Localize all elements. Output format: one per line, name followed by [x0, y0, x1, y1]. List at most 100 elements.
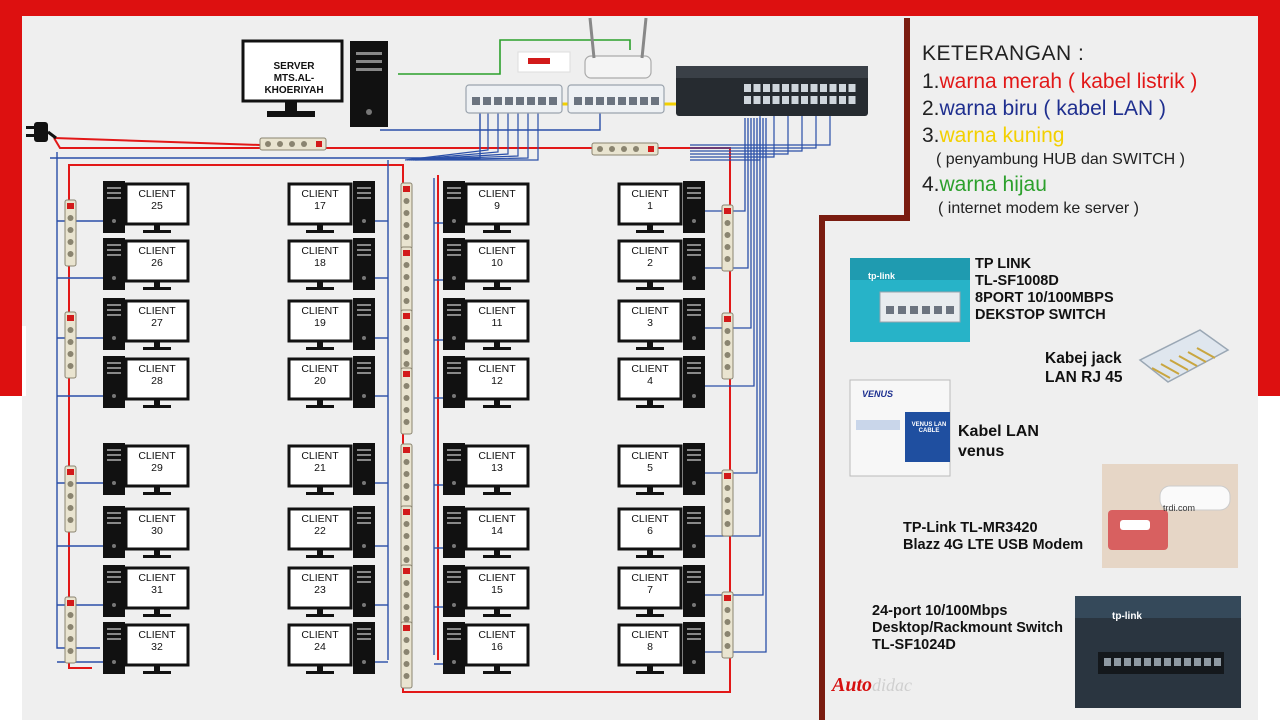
strip-socket: [403, 616, 410, 622]
client-cpu-tower: [683, 443, 705, 495]
lan-cable: [412, 112, 529, 161]
strip-switch: [724, 473, 731, 479]
product-switch24-box: [1075, 596, 1241, 708]
monitor-neck: [647, 549, 653, 555]
power-strip-icon: [400, 246, 413, 314]
monitor-neck: [647, 224, 653, 230]
lan-cable: [404, 112, 489, 161]
strip-socket: [403, 222, 410, 228]
monitor-screen: [464, 623, 530, 667]
client-cpu-tower: [103, 181, 125, 233]
client-monitor: [287, 299, 353, 350]
monitor-base: [306, 287, 334, 290]
monitor-base: [483, 671, 511, 674]
strip-socket: [403, 557, 410, 563]
client-cpu-tower: [683, 622, 705, 674]
legend-item-power: 1.warna merah ( kabel listrik ): [922, 70, 1198, 93]
strip-switch: [67, 315, 74, 321]
lan-cable: [690, 112, 831, 146]
strip-socket: [301, 141, 307, 147]
strip-switch: [403, 568, 410, 574]
product-cable-caption: Kabel LAN venus: [958, 423, 1039, 460]
switch24-box-brand: tp-link: [1112, 611, 1142, 622]
strip-socket: [67, 351, 74, 357]
switch-port: [839, 84, 846, 92]
hub-port: [538, 97, 546, 105]
hub-port: [651, 97, 659, 105]
strip-socket: [403, 459, 410, 465]
monitor-neck: [154, 281, 160, 287]
client-monitor: [617, 357, 683, 408]
legend-item-internet-note: ( internet modem ke server ): [938, 200, 1139, 217]
strip-socket: [609, 146, 615, 152]
strip-socket: [67, 493, 74, 499]
lan-cable: [690, 112, 817, 149]
strip-switch: [67, 600, 74, 606]
client-monitor: [124, 299, 190, 350]
strip-socket: [403, 210, 410, 216]
strip-socket: [724, 256, 731, 262]
switch-port: [801, 84, 808, 92]
strip-socket: [724, 220, 731, 226]
monitor-base: [483, 347, 511, 350]
lan-cable: [690, 112, 761, 161]
switch-port: [791, 84, 799, 92]
cable-box-text: VENUS LAN CABLE: [911, 422, 947, 434]
strip-socket: [724, 521, 731, 527]
hub-port: [574, 97, 582, 105]
hub-port: [640, 97, 648, 105]
client-cpu-tower: [443, 565, 465, 617]
strip-socket: [403, 262, 410, 268]
switch-port: [820, 84, 827, 92]
strip-socket: [403, 337, 410, 343]
switch-port: [791, 96, 799, 104]
monitor-base: [143, 614, 171, 617]
hub-port: [618, 97, 626, 105]
monitor-base: [636, 405, 664, 408]
hub-power-strip: [591, 142, 659, 156]
client-monitor: [617, 566, 683, 617]
monitor-base: [636, 347, 664, 350]
product-rj45-connector: [1138, 329, 1230, 383]
strip-switch: [67, 469, 74, 475]
strip-switch: [403, 625, 410, 631]
strip-socket: [403, 592, 410, 598]
router-antenna: [588, 17, 596, 59]
monitor-neck: [317, 224, 323, 230]
monitor-screen: [617, 507, 683, 551]
product-rj45-caption: Kabej jack LAN RJ 45: [1045, 350, 1123, 386]
monitor-screen: [124, 299, 190, 343]
strip-socket: [67, 636, 74, 642]
hub-8port-right: [567, 84, 665, 114]
hub-port: [527, 97, 535, 105]
strip-socket: [403, 234, 410, 240]
monitor-base: [306, 614, 334, 617]
monitor-screen: [464, 566, 530, 610]
switch-port: [829, 84, 837, 92]
strip-socket: [403, 286, 410, 292]
switch8-box-brand: tp-link: [868, 271, 895, 281]
strip-socket: [67, 227, 74, 233]
monitor-screen: [287, 239, 353, 283]
server-label: SERVER MTS.AL-KHOERIYAH: [248, 61, 340, 97]
strip-socket: [67, 612, 74, 618]
switch-port: [848, 84, 856, 92]
server-power-strip: [259, 137, 327, 151]
client-cpu-tower: [103, 506, 125, 558]
switch-port: [744, 84, 751, 92]
lan-cable: [415, 112, 539, 161]
strip-switch: [316, 141, 322, 147]
monitor-base: [143, 347, 171, 350]
client-cpu-tower: [353, 238, 375, 290]
strip-socket: [724, 485, 731, 491]
monitor-base: [306, 555, 334, 558]
strip-socket: [403, 661, 410, 667]
lan-cable: [408, 112, 509, 161]
